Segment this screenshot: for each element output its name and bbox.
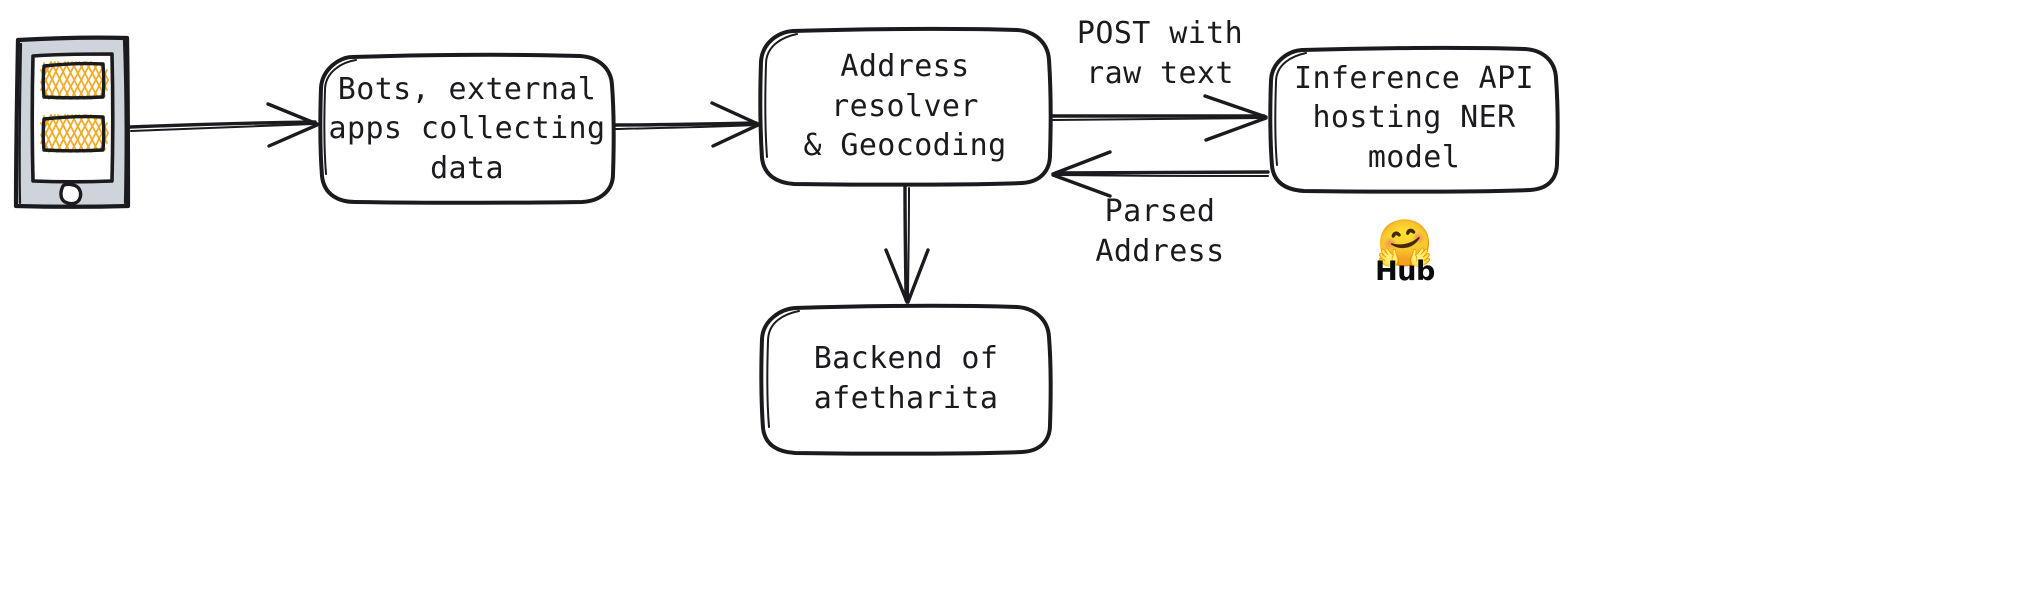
screen-content-block-bottom <box>40 114 109 153</box>
edge-label-parsed-address: Parsed Address <box>1095 194 1225 269</box>
node-bots-external-apps-shape[interactable] <box>318 52 616 205</box>
edge-bots-to-resolver <box>612 101 760 148</box>
screen-content-block-top <box>40 61 109 100</box>
hugging-face-icon: 🤗 <box>1376 216 1434 270</box>
mobile-device-icon <box>13 35 131 209</box>
node-inference-api-shape[interactable] <box>1268 45 1560 194</box>
edge-resolver-to-backend <box>884 184 930 304</box>
node-backend-afetharita-shape[interactable] <box>759 303 1053 456</box>
hub-logo-text: Hub <box>1375 256 1435 287</box>
home-button-icon <box>59 182 83 206</box>
edge-resolver-to-inference <box>1050 94 1268 142</box>
huggingface-hub-logo: 🤗 Hub <box>1360 220 1450 287</box>
edge-label-post-with-raw-text: POST with raw text <box>1076 16 1244 91</box>
node-address-resolver-shape[interactable] <box>758 26 1053 187</box>
edge-phone-to-bots <box>128 102 319 148</box>
edge-inference-to-resolver <box>1051 150 1270 198</box>
